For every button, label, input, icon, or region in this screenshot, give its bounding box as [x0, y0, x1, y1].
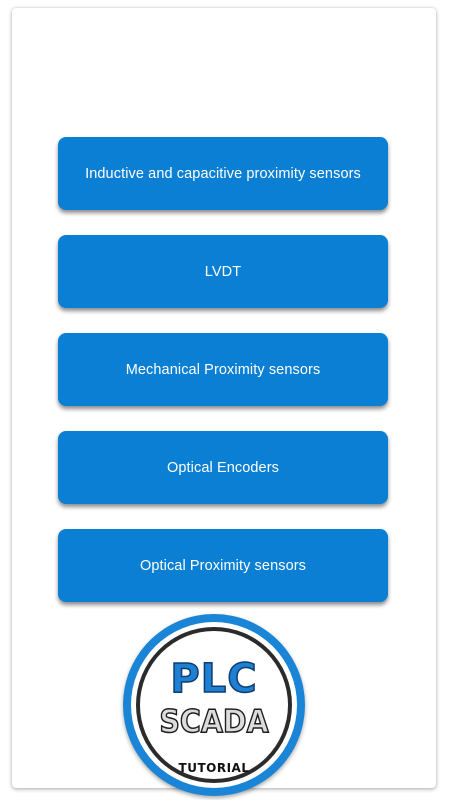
content-card: Inductive and capacitive proximity senso…: [12, 8, 436, 788]
topic-menu: Inductive and capacitive proximity senso…: [58, 137, 388, 627]
menu-button-optical-encoders[interactable]: Optical Encoders: [58, 431, 388, 504]
logo-text-tutorial: TUTORIAL: [178, 761, 250, 775]
plc-scada-logo: PLC SCADA TUTORIAL: [123, 614, 305, 796]
menu-button-optical-proximity[interactable]: Optical Proximity sensors: [58, 529, 388, 602]
menu-button-lvdt[interactable]: LVDT: [58, 235, 388, 308]
logo-text-plc: PLC: [170, 656, 258, 702]
logo-text-scada: SCADA: [159, 704, 270, 740]
menu-button-mechanical-proximity[interactable]: Mechanical Proximity sensors: [58, 333, 388, 406]
logo-inner-disc: PLC SCADA TUTORIAL: [140, 631, 288, 779]
menu-button-inductive-capacitive[interactable]: Inductive and capacitive proximity senso…: [58, 137, 388, 210]
